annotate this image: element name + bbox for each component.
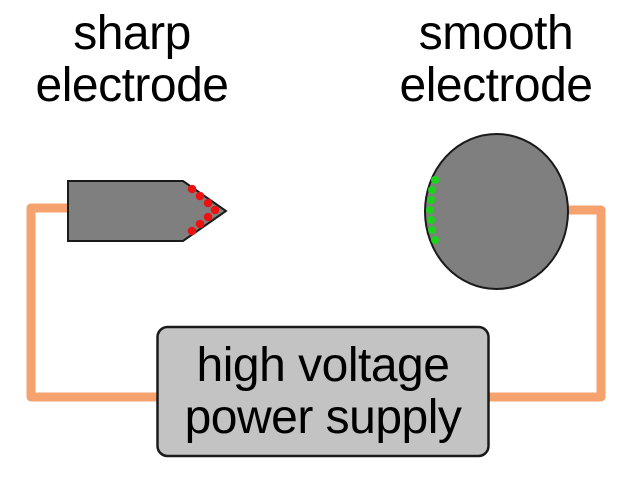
sharp-electrode-label: sharp electrode [35,7,229,112]
sharp-electrode-charges [187,184,220,236]
smooth-electrode-charges [426,176,439,244]
charge-dot [195,219,205,229]
right-wire [489,205,606,402]
smooth-electrode-label: smooth electrode [399,7,593,112]
power-supply-label: high voltage power supply [184,338,462,444]
charge-dot [431,176,439,184]
charge-dot [427,216,435,224]
charge-dot [187,226,197,236]
smooth-electrode-shape [424,133,569,290]
charge-dot [428,226,436,234]
left-wire [26,203,158,402]
charge-dot [203,198,213,208]
sharp-electrode-shape [67,180,228,242]
charge-dot [203,212,213,222]
charge-dot [431,236,439,244]
charge-dot [428,186,436,194]
charge-dot [195,191,205,201]
charge-dot [187,184,197,194]
power-supply-box [156,325,490,458]
charge-dot [426,206,434,214]
charge-dot [427,196,435,204]
charge-dot [210,205,220,215]
